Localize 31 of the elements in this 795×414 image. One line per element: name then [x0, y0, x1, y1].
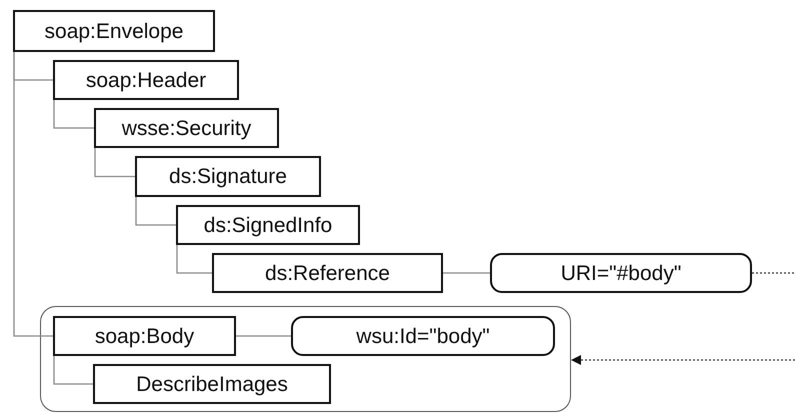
element-name: wsu:Id="body"	[356, 326, 490, 346]
element-name: URI="#body"	[560, 262, 682, 284]
element-name: ds:SignedInfo	[204, 214, 332, 236]
connector-line	[94, 148, 135, 178]
element-name: soap:Body	[94, 326, 194, 346]
reference-arrow	[571, 355, 795, 365]
element-name: soap:Envelope	[44, 20, 184, 42]
element-box	[53, 60, 239, 100]
attribute-box	[291, 316, 555, 356]
connector-line	[53, 356, 93, 385]
element-name: wsse:Security	[122, 118, 252, 138]
connector-line	[443, 272, 490, 274]
group-frame	[40, 306, 571, 412]
element-box	[13, 10, 215, 52]
element-name: ds:Reference	[265, 262, 390, 284]
connector-line	[53, 100, 94, 129]
connector-line	[135, 197, 176, 226]
attribute-box	[490, 253, 752, 293]
connector-line	[176, 245, 212, 274]
element-box	[212, 253, 443, 293]
element-name: DescribeImages	[136, 374, 288, 394]
element-box	[93, 364, 331, 404]
element-name: soap:Header	[86, 70, 206, 90]
connector-line	[13, 52, 53, 337]
element-box	[135, 156, 321, 197]
element-name: ds:Signature	[169, 166, 287, 187]
element-box	[176, 205, 360, 245]
connector-line	[236, 335, 291, 337]
connector-line	[752, 272, 795, 274]
element-box	[53, 316, 236, 356]
element-box	[94, 108, 279, 148]
